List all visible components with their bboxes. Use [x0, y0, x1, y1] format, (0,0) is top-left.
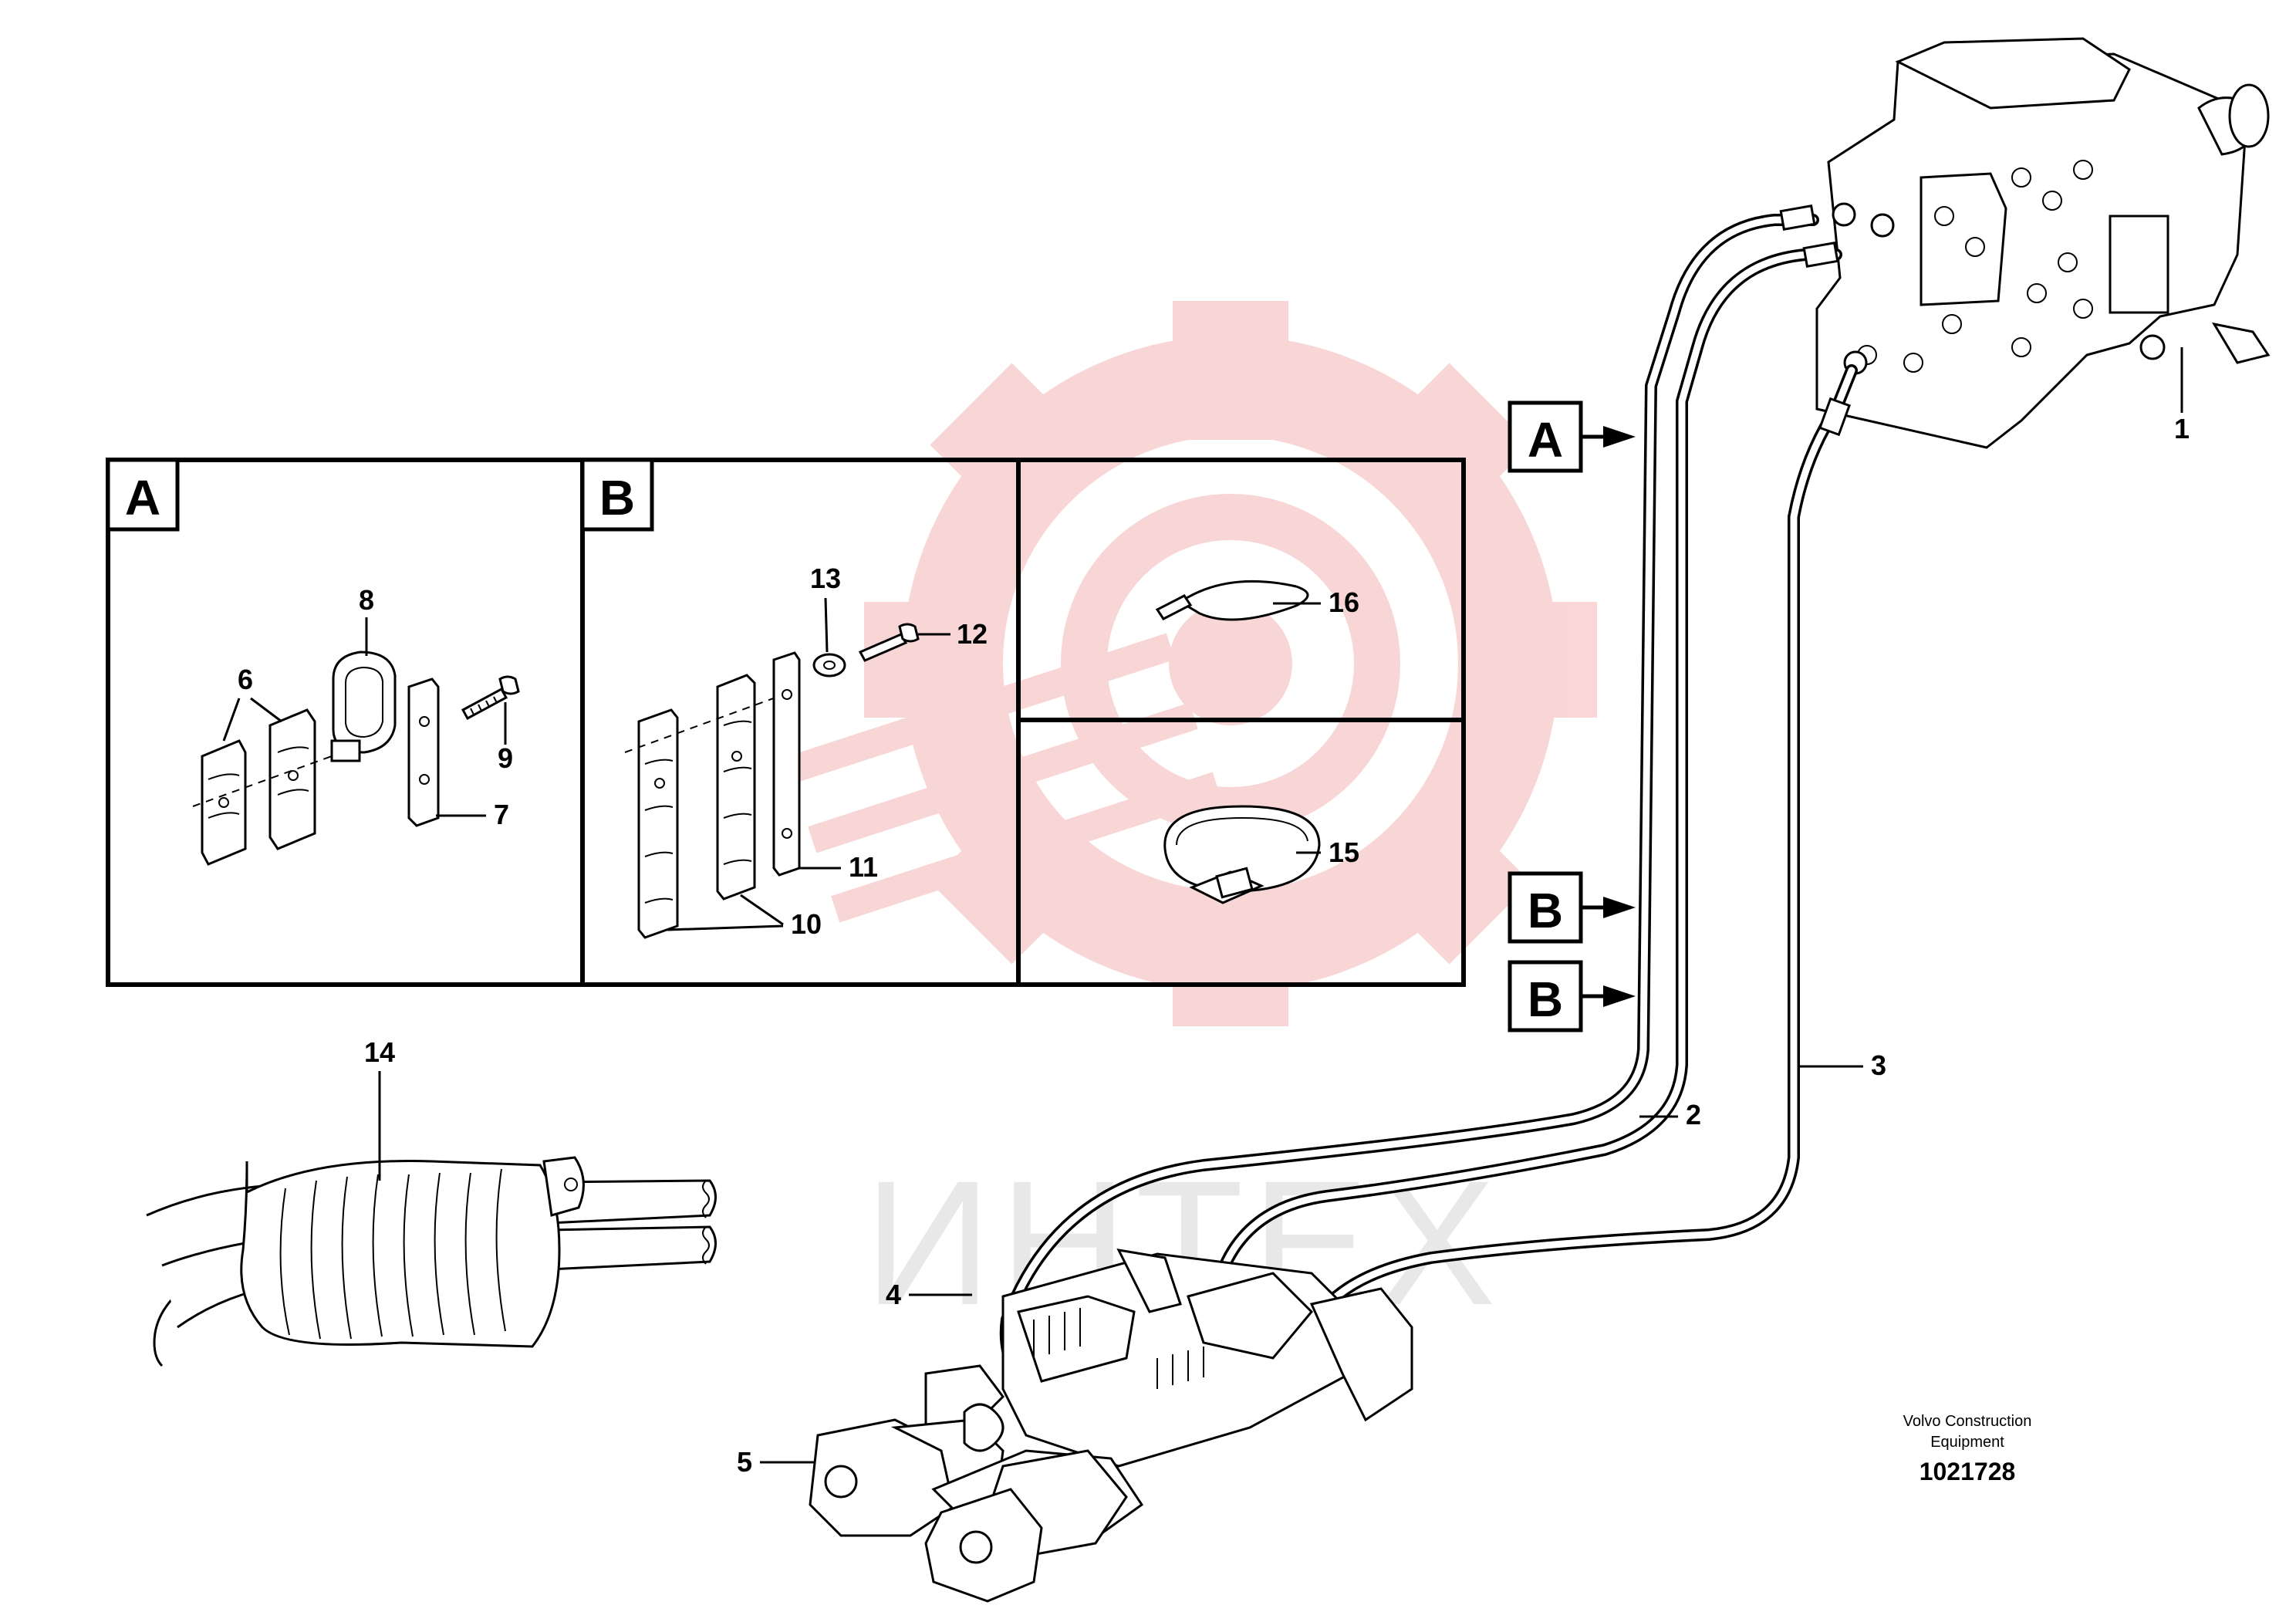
pointer-b-2: B — [1508, 960, 1636, 1032]
cover-plate-b — [772, 651, 801, 877]
strap-clamp — [1163, 805, 1321, 904]
washer-b — [812, 653, 846, 678]
pump-assembly — [809, 1249, 1413, 1603]
callout-10-leader-2 — [740, 894, 784, 926]
pointer-a: A — [1508, 400, 1636, 473]
callout-1: 1 — [2174, 413, 2190, 444]
callout-5: 5 — [737, 1446, 752, 1478]
callout-12: 12 — [957, 618, 988, 650]
svg-text:B: B — [1528, 972, 1563, 1027]
callout-6-leader-1 — [222, 698, 241, 742]
callout-4: 4 — [886, 1279, 901, 1310]
svg-text:B: B — [1528, 883, 1563, 938]
callout-8: 8 — [359, 584, 374, 616]
callout-13: 13 — [810, 563, 841, 594]
screw-a — [461, 675, 520, 721]
hose-wrap-assembly — [146, 1156, 717, 1367]
clamp-block-b — [624, 674, 795, 939]
caption-line-1: Volvo Construction — [1903, 1413, 2032, 1430]
pointer-b-1: B — [1508, 871, 1636, 944]
callout-10: 10 — [791, 908, 822, 940]
document-number: 1021728 — [1920, 1458, 2016, 1485]
callout-14: 14 — [364, 1036, 395, 1068]
callout-13-leader — [824, 597, 829, 653]
control-valve — [1815, 37, 2271, 449]
detail-box-b-label: B — [580, 458, 654, 532]
callout-2: 2 — [1686, 1099, 1701, 1130]
callout-11: 11 — [849, 851, 878, 883]
svg-text:A: A — [125, 470, 160, 525]
callout-7: 7 — [494, 799, 509, 830]
callout-3: 3 — [1871, 1049, 1886, 1081]
callout-6: 6 — [238, 664, 253, 695]
rubber-cushion-a — [330, 650, 397, 762]
screw-b — [858, 623, 920, 662]
detail-panel — [106, 458, 1466, 987]
svg-text:A: A — [1528, 412, 1563, 468]
callout-15: 15 — [1329, 836, 1359, 868]
callout-9: 9 — [498, 742, 513, 774]
cable-tie — [1155, 580, 1309, 621]
clamp-block-a — [192, 708, 333, 866]
cover-plate-a — [407, 678, 440, 827]
callout-6-leader-2 — [250, 697, 282, 723]
svg-text:B: B — [599, 470, 635, 525]
watermark-gear-icon — [785, 301, 1597, 1026]
callout-16: 16 — [1329, 586, 1359, 618]
callout-10-leader — [667, 924, 784, 931]
detail-box-a-label: A — [106, 458, 180, 532]
caption-line-2: Equipment — [1930, 1434, 2004, 1451]
